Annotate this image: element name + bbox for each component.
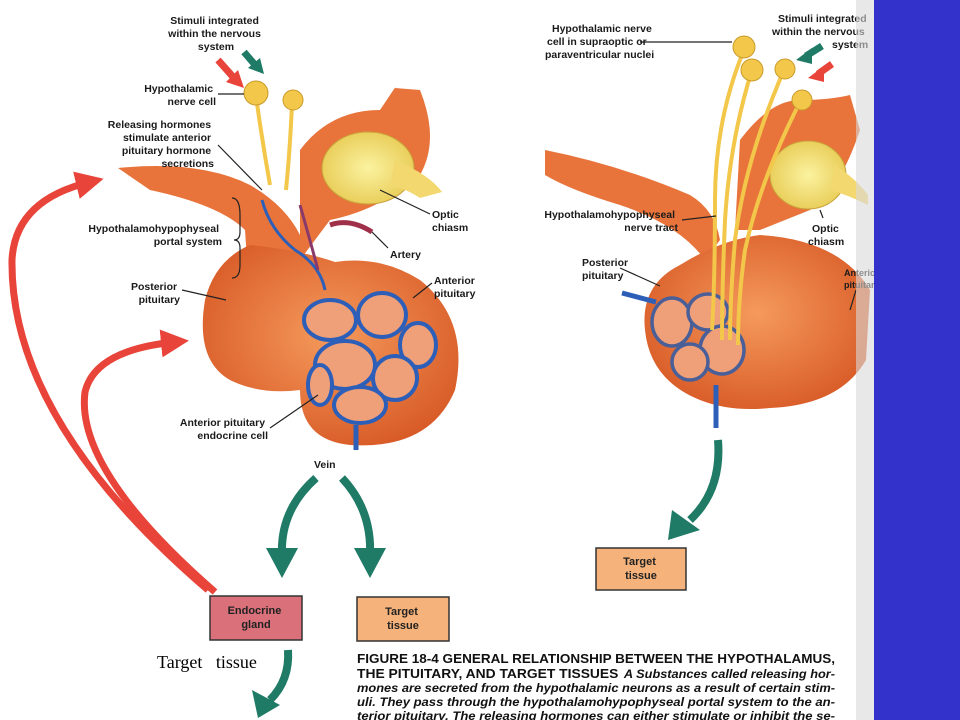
endocrine-gland-box-label: Endocrine gland <box>228 605 285 631</box>
right-hypothalamus-stalk <box>545 150 720 260</box>
left-portal-label: Hypothalamohypophyseal portal system <box>88 223 222 248</box>
right-nerve-cell-label: Hypothalamic nerve cell in supraoptic or… <box>545 23 655 61</box>
caption-heading-line-1: FIGURE 18-4 GENERAL RELATIONSHIP BETWEEN… <box>357 652 835 666</box>
blue-side-bar <box>874 0 960 720</box>
right-target-tissue-box-label: Target tissue <box>623 556 659 582</box>
left-stimuli-arrow-red <box>215 57 237 81</box>
right-diagram: Hypothalamic nerve cell in supraoptic or… <box>544 13 880 591</box>
left-vein-label: Vein <box>314 459 336 471</box>
left-stimuli-arrowhead-green <box>248 58 264 74</box>
left-output-arrowhead-3 <box>252 690 280 718</box>
left-leader-lines <box>181 93 433 429</box>
left-optic-nerve <box>390 160 442 198</box>
left-posterior-label: Posterior pituitary <box>131 281 180 306</box>
left-output-arrow-2 <box>339 475 375 556</box>
right-optic-label: Optic chiasm <box>808 223 844 248</box>
left-output-arrowhead-2 <box>354 548 386 578</box>
left-artery-label: Artery <box>390 249 421 261</box>
left-hypothalamic-cell-label: Hypothalamic nerve cell <box>144 83 216 108</box>
left-nerve-fiber-1 <box>254 95 272 186</box>
right-nerve-cell-body-1 <box>732 35 756 59</box>
left-feedback-arrow-inner <box>80 329 218 595</box>
left-stimuli-arrowhead-red <box>226 70 244 88</box>
left-anterior-vessel-network <box>302 291 438 425</box>
right-nerve-cell-body-3 <box>774 58 796 80</box>
endocrine-gland-box <box>209 595 303 641</box>
right-tract-label: Hypothalamohypophyseal nerve tract <box>544 209 678 234</box>
left-releasing-label: Releasing hormones stimulate anterior pi… <box>108 119 214 170</box>
right-posterior-vessel-network <box>650 292 746 382</box>
left-stimuli-label: Stimuli integrated within the nervous sy… <box>167 15 264 53</box>
left-target-tissue-box <box>356 596 450 642</box>
page-gutter-shadow <box>856 0 874 720</box>
left-optic-label: Optic chiasm <box>432 209 468 234</box>
caption-body-line-4: terior pituitary. The releasing hormones… <box>357 711 835 720</box>
left-portal-vessels <box>260 199 327 291</box>
left-artery <box>329 220 374 235</box>
left-feedback-arrow-outer <box>8 171 211 593</box>
right-output-arrowhead <box>668 510 700 540</box>
left-nerve-fiber-2 <box>284 103 294 191</box>
caption-body-line-2: mones are secreted from the hypothalamic… <box>357 683 835 695</box>
left-nerve-cell-body-1 <box>243 80 269 106</box>
figure-caption: FIGURE 18-4 GENERAL RELATIONSHIP BETWEEN… <box>357 652 835 720</box>
caption-body-line-3: uli. They pass through the hypothalamohy… <box>357 697 835 709</box>
right-nerve-cell-body-2 <box>740 58 764 82</box>
left-output-arrowhead-1 <box>266 548 298 578</box>
caption-body-line-1: A Substances called releasing hor- <box>623 669 835 681</box>
right-leader-lines <box>619 41 857 311</box>
target-tissue-overlay-text: Target tissue <box>157 652 257 672</box>
left-nerve-cell-body-2 <box>282 89 304 111</box>
right-target-tissue-box <box>595 547 687 591</box>
left-endocrine-cell-label: Anterior pituitary endocrine cell <box>180 417 268 442</box>
right-output-arrow <box>687 439 723 523</box>
left-output-arrow-1 <box>277 475 319 556</box>
right-posterior-label: Posterior pituitary <box>582 257 631 282</box>
right-stimuli-arrowhead-green <box>796 48 812 64</box>
left-portal-vessels-2 <box>298 204 320 271</box>
caption-line-2: THE PITUITARY, AND TARGET TISSUES A Subst… <box>357 667 835 681</box>
right-nerve-tract <box>710 49 803 346</box>
caption-heading-line-2: THE PITUITARY, AND TARGET TISSUES <box>357 667 618 681</box>
left-diagram: Stimuli integrated within the nervous sy… <box>8 15 478 718</box>
right-stimuli-arrowhead-red <box>808 66 824 82</box>
right-artery <box>621 290 657 305</box>
left-target-tissue-box-label: Target tissue <box>385 606 421 632</box>
right-nerve-cell-body-4 <box>791 89 813 111</box>
left-anterior-label: Anterior pituitary <box>434 275 478 300</box>
left-output-arrow-3 <box>267 649 293 703</box>
